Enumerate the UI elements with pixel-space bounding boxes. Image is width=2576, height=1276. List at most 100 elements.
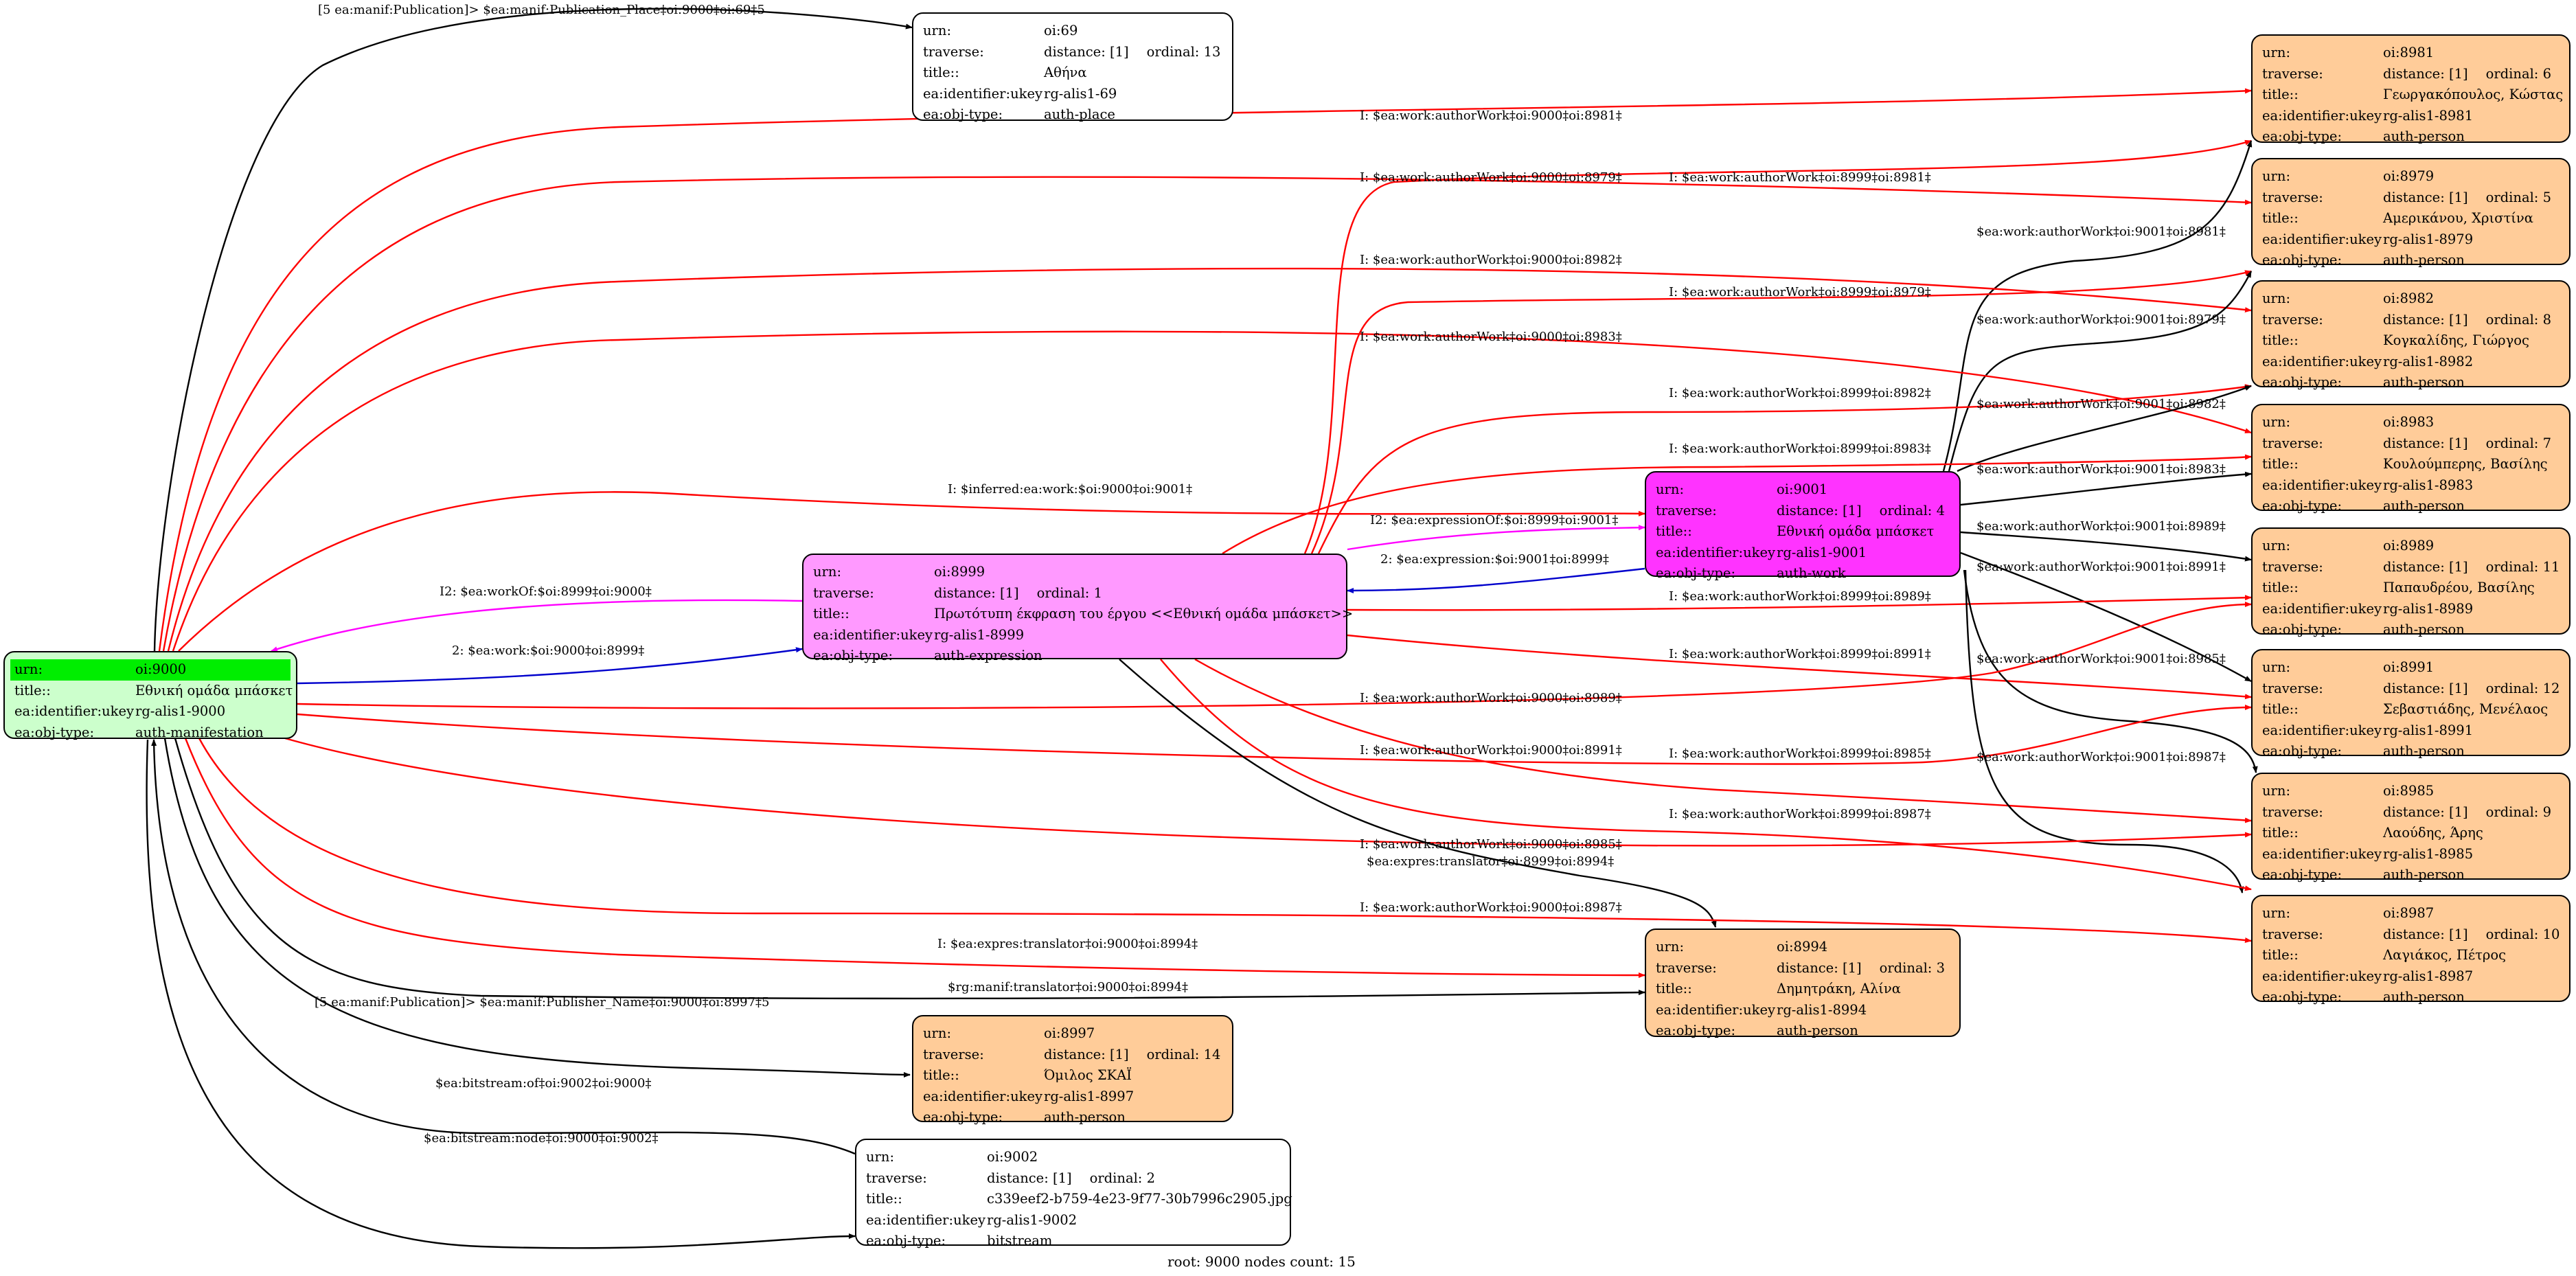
- label-8999-8987: I: $ea:work:authorWork‡oi:8999‡oi:8987‡: [1669, 807, 1931, 821]
- edge-8999-8994: [1119, 659, 1717, 928]
- edge-9001-8982: [1957, 385, 2252, 472]
- label-9000-8979: I: $ea:work:authorWork‡oi:9000‡oi:8979‡: [1360, 170, 1622, 185]
- node-field-title: title::Δημητράκη, Αλίνα: [1656, 981, 1901, 996]
- node-field-title: title::Παπαυδρέου, Βασίλης: [2262, 580, 2535, 595]
- node-field-title: title::Λαγιάκος, Πέτρος: [2262, 947, 2506, 963]
- node-8985[interactable]: urn:oi:8985 traverse:distance: [1]ordina…: [2251, 773, 2571, 882]
- node-8997[interactable]: urn:oi:8997 traverse:distance: [1]ordina…: [912, 1015, 1233, 1125]
- node-8981[interactable]: urn:oi:8981 traverse:distance: [1]ordina…: [2251, 34, 2571, 144]
- label-9000-8994: I: $ea:expres:translator‡oi:9000‡oi:8994…: [937, 937, 1198, 951]
- node-8979[interactable]: urn:oi:8979 traverse:distance: [1]ordina…: [2251, 158, 2571, 268]
- edge-publisher: [163, 738, 911, 1078]
- edge-8999-8985: [1194, 658, 2252, 823]
- node-8982[interactable]: urn:oi:8982 traverse:distance: [1]ordina…: [2251, 280, 2571, 390]
- node-field-urn: urn:oi:8987: [2262, 905, 2435, 921]
- graph-footer: root: 9000 nodes count: 15: [1167, 1253, 1356, 1270]
- edge-9000-8989: [297, 602, 2252, 709]
- node-field-urn: urn:oi:8982: [2262, 290, 2435, 306]
- label-8999-8982: I: $ea:work:authorWork‡oi:8999‡oi:8982‡: [1669, 386, 1931, 400]
- label-publication-place: [5 ea:manif:Publication]> $ea:manif:Publ…: [318, 3, 765, 17]
- node-field-title: title::Σεβαστιάδης, Μενέλαος: [2262, 701, 2549, 717]
- node-field-urn: urn:oi:8999: [813, 564, 985, 580]
- edge-publication-place: [153, 8, 913, 652]
- node-field-traverse: traverse:distance: [1]ordinal: 2: [866, 1170, 1155, 1186]
- label-9000-8991: I: $ea:work:authorWork‡oi:9000‡oi:8991‡: [1360, 743, 1622, 757]
- node-field-traverse: traverse:distance: [1]ordinal: 5: [2262, 189, 2551, 205]
- label-9000-8982: I: $ea:work:authorWork‡oi:9000‡oi:8982‡: [1360, 253, 1622, 267]
- node-field-traverse: traverse:distance: [1]ordinal: 10: [2262, 926, 2560, 942]
- node-8999[interactable]: urn:oi:8999 traverse:distance: [1]ordina…: [802, 554, 1354, 663]
- node-field-urn: urn:oi:8985: [2262, 783, 2435, 799]
- node-field-traverse: traverse:distance: [1]ordinal: 9: [2262, 804, 2551, 820]
- label-8999-8981: I: $ea:work:authorWork‡oi:8999‡oi:8981‡: [1669, 170, 1931, 185]
- node-8989[interactable]: urn:oi:8989 traverse:distance: [1]ordina…: [2251, 527, 2571, 637]
- node-field-traverse: traverse:distance: [1]ordinal: 11: [2262, 558, 2560, 575]
- node-field-urn: urn:oi:9001: [1656, 481, 1828, 497]
- node-field-obj-type: ea:obj-type:auth-place: [923, 106, 1115, 122]
- label-9001-8991: $ea:work:authorWork‡oi:9001‡oi:8991‡: [1976, 560, 2226, 574]
- label-8999-8985: I: $ea:work:authorWork‡oi:8999‡oi:8985‡: [1669, 747, 1931, 761]
- node-field-title: title::Εθνική ομάδα μπάσκετ: [14, 682, 293, 698]
- edge-9001-8983: [1960, 471, 2252, 506]
- edge-9000-8985: [284, 737, 2252, 847]
- node-field-title: title::Όμιλος ΣΚΑΪ: [923, 1067, 1132, 1083]
- edge-9001-8989: [1960, 531, 2252, 562]
- node-field-urn: urn:oi:8994: [1656, 939, 1828, 955]
- edge-9000-8994: [184, 738, 1645, 978]
- label-inferred: I: $inferred:ea:work:$oi:9000‡oi:9001‡: [948, 482, 1192, 497]
- node-69[interactable]: urn:oi:69 traverse:distance: [1]ordinal:…: [912, 12, 1233, 122]
- node-field-traverse: traverse:distance: [1]ordinal: 4: [1656, 502, 1945, 519]
- edge-9000-8982: [167, 267, 2252, 652]
- edge-9000-8981: [158, 88, 2252, 652]
- edge-9000-8991: [297, 705, 2252, 765]
- label-9000-8989: I: $ea:work:authorWork‡oi:9000‡oi:8989‡: [1360, 691, 1622, 705]
- node-field-title: title::Κουλούμπερης, Βασίλης: [2262, 456, 2548, 472]
- label-8999-8991: I: $ea:work:authorWork‡oi:8999‡oi:8991‡: [1669, 647, 1931, 661]
- label-9001-8979: $ea:work:authorWork‡oi:9001‡oi:8979‡: [1976, 312, 2226, 327]
- edge-8999-8983: [1222, 454, 2252, 555]
- node-8994[interactable]: urn:oi:8994 traverse:distance: [1]ordina…: [1645, 928, 1961, 1038]
- node-field-title: title::Αθήνα: [923, 65, 1087, 80]
- edge-8999-8982: [1317, 384, 2252, 554]
- node-field-urn: urn:oi:8991: [2262, 659, 2435, 675]
- label-8999-8989: I: $ea:work:authorWork‡oi:8999‡oi:8989‡: [1669, 589, 1931, 604]
- node-field-traverse: traverse:distance: [1]ordinal: 12: [2262, 680, 2560, 696]
- node-field-urn: urn:oi:8997: [923, 1025, 1095, 1041]
- node-field-obj-type: ea:obj-type:auth-person: [923, 1109, 1126, 1125]
- node-field-obj-type: ea:obj-type:auth-person: [1656, 1023, 1858, 1038]
- node-field-urn: urn:oi:8983: [2262, 414, 2435, 430]
- node-8991[interactable]: urn:oi:8991 traverse:distance: [1]ordina…: [2251, 649, 2571, 759]
- label-9001-8985: $ea:work:authorWork‡oi:9001‡oi:8985‡: [1976, 652, 2226, 666]
- edge-rg-translator: [174, 738, 1645, 1000]
- label-9001-8981: $ea:work:authorWork‡oi:9001‡oi:8981‡: [1976, 225, 2226, 239]
- label-bitstream-node: $ea:bitstream:node‡oi:9000‡oi:9002‡: [424, 1131, 659, 1146]
- label-9000-8981: I: $ea:work:authorWork‡oi:9000‡oi:8981‡: [1360, 109, 1622, 123]
- node-field-obj-type: ea:obj-type:auth-person: [2262, 374, 2465, 390]
- edge-bitstream-of: [151, 739, 856, 1155]
- node-field-title: title::Πρωτότυπη έκφραση του έργου <<Εθν…: [813, 606, 1354, 622]
- node-9001[interactable]: urn:oi:9001 traverse:distance: [1]ordina…: [1645, 471, 1961, 581]
- node-9002[interactable]: urn:oi:9002 traverse:distance: [1]ordina…: [855, 1139, 1292, 1249]
- node-8983[interactable]: urn:oi:8983 traverse:distance: [1]ordina…: [2251, 404, 2571, 514]
- node-field-traverse: traverse:distance: [1]ordinal: 14: [923, 1046, 1221, 1062]
- node-field-obj-type: ea:obj-type:auth-person: [2262, 128, 2465, 144]
- node-root-9000[interactable]: urn:oi:9000 title::Εθνική ομάδα μπάσκετ …: [3, 651, 297, 740]
- edge-9001-8985: [1963, 569, 2258, 773]
- node-8987[interactable]: urn:oi:8987 traverse:distance: [1]ordina…: [2251, 895, 2571, 1005]
- label-work: 2: $ea:work:$oi:9000‡oi:8999‡: [452, 643, 644, 658]
- edge-expression-of: [1347, 525, 1645, 551]
- label-8999-8983: I: $ea:work:authorWork‡oi:8999‡oi:8983‡: [1669, 442, 1931, 456]
- label-9000-8983: I: $ea:work:authorWork‡oi:9000‡oi:8983‡: [1360, 330, 1622, 344]
- node-field-title: title::Αμερικάνου, Χριστίνα: [2262, 210, 2533, 226]
- node-field-obj-type: ea:obj-type:auth-expression: [813, 648, 1042, 663]
- node-field-urn: urn:oi:8979: [2262, 168, 2435, 184]
